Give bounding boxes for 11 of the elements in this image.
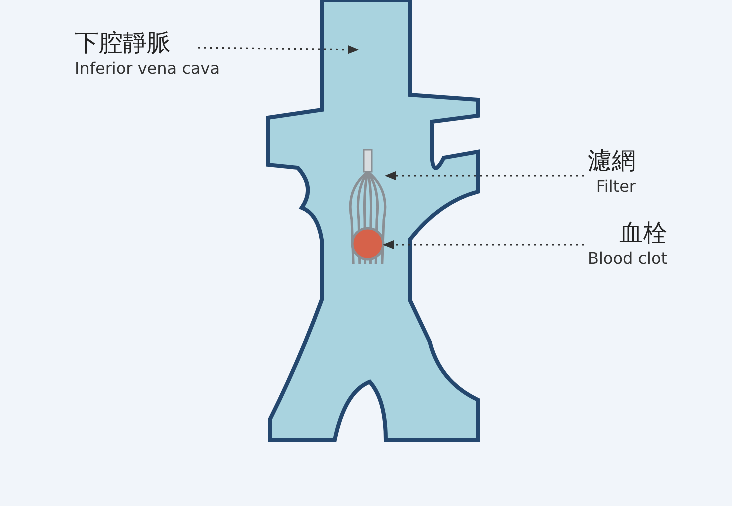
part-label: 下腔靜脈 <box>75 28 171 58</box>
part-label: 血栓 <box>620 218 668 248</box>
filter-drawing <box>349 149 387 264</box>
part-label-translation: Filter <box>596 176 636 198</box>
leader-line <box>198 45 360 54</box>
part-label: 濾網 <box>588 146 636 176</box>
vein-drawing <box>266 0 480 442</box>
part-label-translation: Inferior vena cava <box>75 58 220 80</box>
leader-line <box>384 172 584 180</box>
leader-line <box>382 240 584 250</box>
part-label-translation: Blood clot <box>588 248 668 270</box>
